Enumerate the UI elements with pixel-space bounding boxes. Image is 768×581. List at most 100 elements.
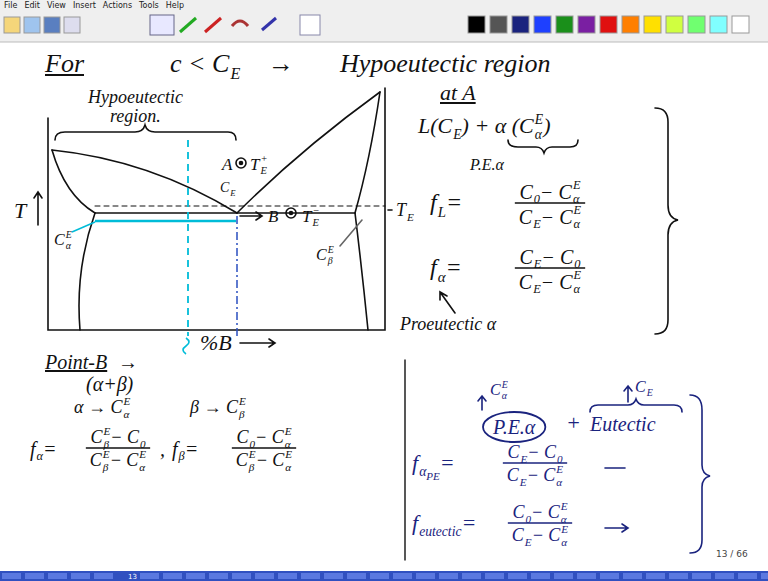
handwritten-label: Hypoeutectic [88, 88, 183, 106]
handwritten-label: C [90, 451, 102, 469]
handwritten-label: f [430, 255, 437, 279]
handwritten-label: %B [200, 332, 232, 354]
handwritten-label: c < C [170, 51, 229, 77]
handwritten-label: α → C [74, 398, 122, 416]
handwritten-label: E [66, 230, 72, 240]
handwritten-label: E [260, 166, 266, 177]
handwritten-label: − C [541, 272, 573, 292]
handwritten-label: E [239, 396, 246, 407]
handwritten-label: E [123, 396, 130, 407]
handwritten-label: α [535, 128, 542, 142]
toolbar-icons [4, 15, 320, 35]
handwritten-label: (α+β) [86, 374, 133, 394]
handwritten-label: α [574, 283, 581, 295]
handwritten-label: E [453, 128, 461, 142]
handwritten-label: E [328, 245, 334, 255]
handwritten-label: E [561, 524, 568, 535]
handwritten-label: f [30, 439, 36, 459]
status-segments [2, 573, 768, 579]
handwritten-label: C [507, 466, 519, 484]
handwritten-label: eutectic [419, 525, 461, 539]
leader [72, 222, 95, 232]
handwritten-label: C [236, 428, 248, 446]
handwritten-label: − C [110, 451, 139, 469]
handwritten-label: α [285, 462, 291, 473]
handwritten-label: = [446, 190, 462, 214]
handwritten-label: α [123, 409, 129, 420]
handwritten-label: E [285, 449, 292, 460]
handwritten-label: E [556, 464, 563, 475]
status-bar [0, 571, 768, 581]
handwritten-label: − C [540, 182, 572, 202]
handwritten-label: Edit [24, 2, 40, 10]
handwritten-label: − C [527, 443, 556, 461]
handwritten-label: α [438, 270, 446, 285]
handwritten-label: View [47, 2, 66, 10]
handwritten-label: − C [110, 428, 139, 446]
handwritten-label: α [561, 537, 567, 548]
handwritten-label: = [185, 439, 199, 459]
handwritten-label: C [635, 379, 646, 395]
handwritten-label: Actions [103, 2, 132, 10]
handwritten-label: File [4, 2, 17, 10]
handwritten-label: f [430, 190, 437, 214]
handwritten-label: β [239, 409, 245, 420]
handwritten-label: → [268, 51, 294, 77]
handwritten-label: E [534, 258, 542, 270]
handwritten-label: E [103, 426, 110, 437]
handwritten-label: β [103, 462, 109, 473]
handwritten-label: L(C [418, 115, 452, 137]
handwritten-label: 0 [525, 514, 531, 525]
handwritten-label: α [574, 218, 581, 230]
handwritten-label: T [396, 201, 406, 219]
handwritten-label: ) + α (C [462, 115, 534, 137]
handwritten-label: + [566, 412, 581, 434]
handwritten-label: C [236, 451, 248, 469]
handwritten-label: − C [541, 247, 573, 267]
tie-line [95, 220, 236, 223]
handwritten-label: E [561, 501, 568, 512]
handwritten-label: , [160, 439, 165, 459]
handwritten-label: E [574, 269, 582, 281]
handwritten-label: β [249, 462, 255, 473]
handwritten-label: E [525, 537, 532, 548]
handwritten-label: − C [256, 451, 285, 469]
handwritten-label: ) [543, 115, 550, 137]
handwritten-label: = [445, 255, 461, 279]
handwritten-label: P.E.α [470, 157, 504, 173]
handwritten-label: = [43, 439, 57, 459]
term-text: P.E.α [482, 411, 546, 443]
handwritten-label: 0 [534, 193, 540, 205]
handwritten-label: E [533, 218, 541, 230]
handwritten-label: Point-B [45, 352, 107, 372]
handwritten-label: C [520, 182, 533, 202]
handwritten-label: Proeutectic α [400, 315, 496, 333]
handwritten-label: − C [541, 207, 573, 227]
handwritten-label: C [507, 443, 519, 461]
handwritten-label: E [533, 283, 541, 295]
navy-annotations [478, 386, 710, 553]
handwritten-label: f [412, 512, 418, 534]
handwritten-label: T [250, 156, 259, 173]
handwritten-label: − C [532, 526, 561, 544]
handwritten-label: α [139, 462, 145, 473]
handwritten-label: Eutectic [590, 414, 656, 434]
handwritten-label: region. [110, 107, 161, 125]
handwritten-label: E [573, 179, 581, 191]
handwritten-label: α [556, 477, 562, 488]
handwritten-label: B [268, 208, 278, 225]
handwritten-label: For [45, 51, 84, 77]
fraction-bars [86, 203, 585, 523]
toolbar [0, 0, 768, 42]
handwritten-label: E [249, 449, 256, 460]
handwritten-label: α [419, 465, 426, 479]
handwritten-label: E [520, 454, 527, 465]
handwritten-label: C [220, 181, 229, 195]
handwritten-label: C [519, 207, 532, 227]
handwritten-label: E [312, 218, 318, 229]
handwritten-label: E [502, 380, 508, 390]
handwritten-label: β [328, 256, 333, 266]
composition-mark [183, 338, 189, 354]
